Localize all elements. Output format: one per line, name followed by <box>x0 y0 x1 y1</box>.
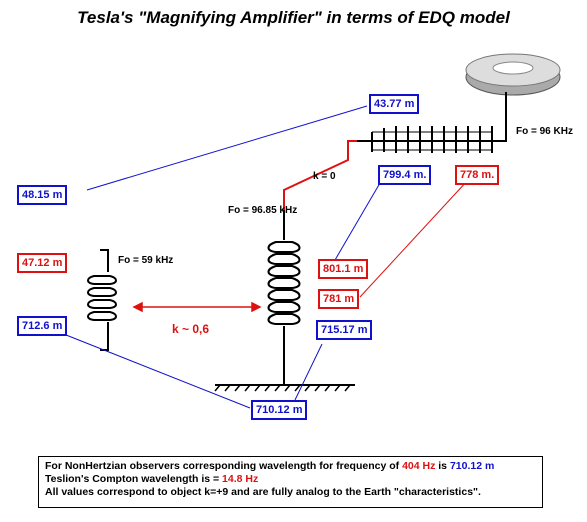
note-line-2: Teslion's Compton wavelength is = 14.8 H… <box>45 473 259 485</box>
note-line-1: For NonHertzian observers corresponding … <box>45 460 495 472</box>
value-red-781: 781 m <box>318 289 360 309</box>
value-ground-blue: 710.12 m <box>251 400 308 420</box>
value-left-blue: 48.15 m <box>17 185 68 205</box>
value-small-red: 47.12 m <box>17 253 68 273</box>
connector-lines <box>55 105 469 409</box>
small-coil <box>87 249 117 351</box>
label-fo-small: Fo = 59 kHz <box>118 255 174 266</box>
info-note: For NonHertzian observers corresponding … <box>38 456 543 508</box>
note-line-3: All values correspond to object k=+9 and… <box>45 486 481 498</box>
label-fo-right: Fo = 96 KHz <box>516 126 573 137</box>
value-blue-715: 715.17 m <box>316 320 373 340</box>
ground-symbol <box>214 384 355 392</box>
value-small-blue: 712.6 m <box>17 316 68 336</box>
value-mid-blue: 799.4 m. <box>378 165 432 185</box>
center-coil <box>267 210 301 384</box>
red-connection <box>283 140 357 210</box>
label-k0: k = 0 <box>313 171 336 182</box>
top-coil <box>357 126 506 153</box>
toroid-terminal <box>465 53 561 142</box>
value-top-blue: 43.77 m <box>369 94 420 114</box>
value-right-red: 778 m. <box>455 165 500 185</box>
coupling-arrow <box>132 301 262 313</box>
label-coupling-k: k ~ 0,6 <box>172 322 210 336</box>
value-red-801: 801.1 m <box>318 259 369 279</box>
label-fo-center: Fo = 96.85 kHz <box>228 205 298 216</box>
page-title: Tesla's "Magnifying Amplifier" in terms … <box>77 8 510 27</box>
